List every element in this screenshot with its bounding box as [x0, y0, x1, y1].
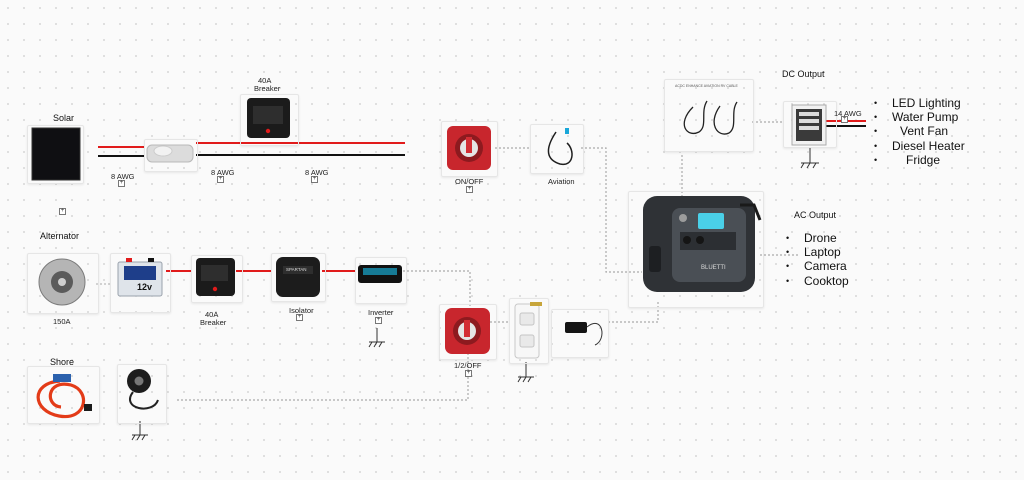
isolator-card[interactable] — [271, 253, 326, 302]
bottom-switch-card[interactable] — [439, 304, 497, 360]
dc-output-gauge: 14 AWG — [834, 109, 862, 118]
add-icon[interactable]: + — [466, 186, 473, 193]
list-item: •Laptop — [786, 245, 841, 260]
add-icon[interactable]: + — [59, 208, 66, 215]
dc-output-list: •LED Lighting •Water Pump •Vent Fan •Die… — [874, 96, 965, 167]
solar-gauge-3: 8 AWG — [305, 168, 329, 177]
charger-card[interactable] — [551, 309, 609, 358]
bullet-icon: • — [874, 126, 878, 137]
add-icon[interactable]: + — [296, 314, 303, 321]
fuse-block-card[interactable] — [783, 101, 837, 148]
add-icon[interactable]: + — [217, 176, 224, 183]
bullet-icon: • — [874, 98, 878, 108]
shore-inlet-card[interactable] — [117, 364, 167, 424]
add-icon[interactable]: + — [375, 317, 382, 324]
alternator-amps: 150A — [53, 317, 71, 326]
bullet-icon: • — [786, 261, 790, 272]
bottom-switch-label: 1/2/OFF — [454, 361, 482, 370]
power-station-brand: BLUETTI — [701, 265, 726, 271]
add-icon[interactable]: + — [118, 180, 125, 187]
add-icon[interactable]: + — [311, 176, 318, 183]
list-item: •Vent Fan — [874, 124, 949, 139]
ac-output-list: •Drone •Laptop •Camera •Cooktop — [786, 231, 849, 288]
rv-cable-card[interactable] — [664, 79, 754, 152]
aviation-label: Aviation — [548, 177, 575, 186]
list-item: •LED Lighting — [874, 96, 961, 110]
alternator-card[interactable] — [27, 253, 99, 314]
list-item: •Camera — [786, 259, 847, 274]
bullet-icon: • — [874, 112, 878, 123]
outlet-card[interactable] — [509, 298, 549, 364]
top-breaker-name: Breaker — [254, 84, 281, 93]
rv-cable-caption: ACDC ENHANCE AVIATION RV CABLE — [675, 84, 738, 88]
alternator-title: Alternator — [40, 231, 80, 241]
solar-junction-card[interactable] — [144, 139, 198, 172]
dc-output-title: DC Output — [782, 69, 825, 79]
top-switch-card[interactable] — [441, 121, 498, 177]
solar-title: Solar — [53, 113, 75, 123]
inverter-card[interactable] — [355, 257, 407, 304]
shore-cord-card[interactable] — [27, 366, 100, 424]
bullet-icon: • — [874, 154, 878, 165]
solar-gauge-1: 8 AWG — [111, 172, 135, 181]
solar-gauge-2: 8 AWG — [211, 168, 235, 177]
aviation-card[interactable] — [530, 124, 584, 174]
middle-breaker-amps: 40A — [205, 310, 219, 319]
add-icon[interactable]: + — [841, 116, 848, 123]
bullet-icon: • — [786, 233, 790, 243]
inverter-label: Inverter — [368, 308, 394, 317]
list-item: •Water Pump — [874, 110, 959, 125]
shore-title: Shore — [50, 357, 75, 367]
battery-card[interactable] — [110, 253, 171, 313]
add-icon[interactable]: + — [465, 370, 472, 377]
power-station-card[interactable] — [628, 191, 764, 308]
solar-panel-card[interactable] — [27, 125, 84, 184]
top-breaker-card[interactable] — [240, 94, 299, 146]
list-item: •Fridge — [874, 152, 941, 167]
middle-breaker-card[interactable] — [191, 255, 243, 303]
top-breaker-amps: 40A — [258, 76, 272, 85]
top-switch-label: ON/OFF — [455, 177, 484, 186]
list-item: •Diesel Heater — [874, 138, 965, 153]
list-item: •Drone — [786, 231, 837, 245]
ac-output-title: AC Output — [794, 210, 837, 220]
isolator-label: Isolator — [289, 306, 314, 315]
bullet-icon: • — [874, 140, 878, 151]
battery-voltage: 12v — [137, 282, 153, 292]
middle-breaker-name: Breaker — [200, 318, 227, 327]
bullet-icon: • — [786, 247, 790, 258]
list-item: •Cooktop — [786, 273, 849, 288]
bullet-icon: • — [786, 275, 790, 286]
isolator-brand: SPARTAN — [286, 267, 307, 272]
